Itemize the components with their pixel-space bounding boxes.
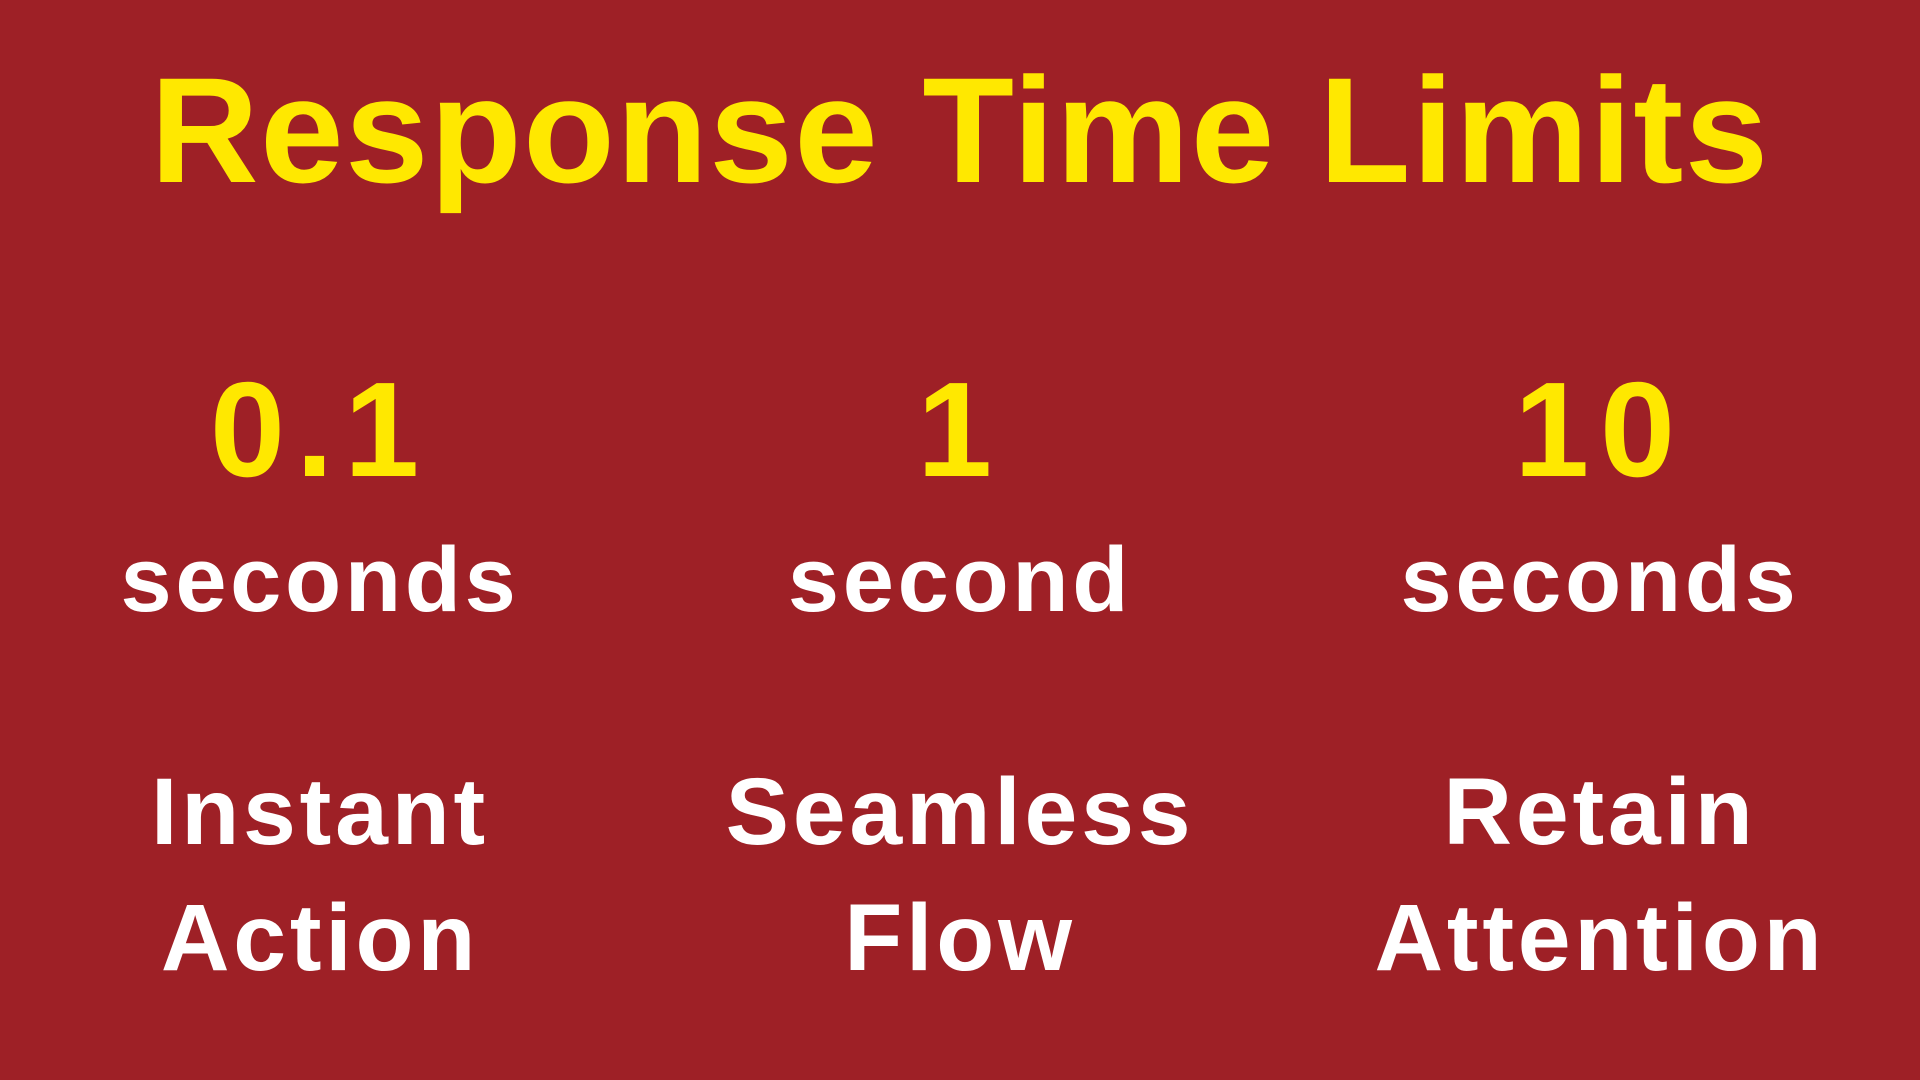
value-1: 1 — [917, 354, 1003, 505]
column-10-seconds: 10 seconds Retain Attention — [1280, 349, 1920, 1001]
label-line-2: Action — [160, 884, 480, 991]
label-seamless-flow: Seamless Flow — [726, 750, 1195, 1001]
slide-title: Response Time Limits — [150, 46, 1770, 214]
label-line-2: Attention — [1374, 884, 1826, 991]
label-retain-attention: Retain Attention — [1374, 750, 1825, 1001]
value-0-1: 0.1 — [209, 354, 431, 505]
label-line-1: Seamless — [725, 759, 1195, 866]
unit-1: second — [787, 529, 1133, 631]
label-line-1: Instant — [151, 759, 489, 866]
label-line-2: Flow — [844, 884, 1076, 991]
columns-row: 0.1 seconds Instant Action 1 second Seam… — [0, 349, 1920, 1001]
label-line-1: Retain — [1443, 759, 1757, 866]
unit-10: seconds — [1400, 529, 1800, 631]
column-0-1-seconds: 0.1 seconds Instant Action — [0, 349, 640, 1001]
label-instant-action: Instant Action — [151, 750, 489, 1001]
unit-0-1: seconds — [120, 529, 520, 631]
column-1-second: 1 second Seamless Flow — [640, 349, 1280, 1001]
value-10: 10 — [1514, 354, 1686, 505]
